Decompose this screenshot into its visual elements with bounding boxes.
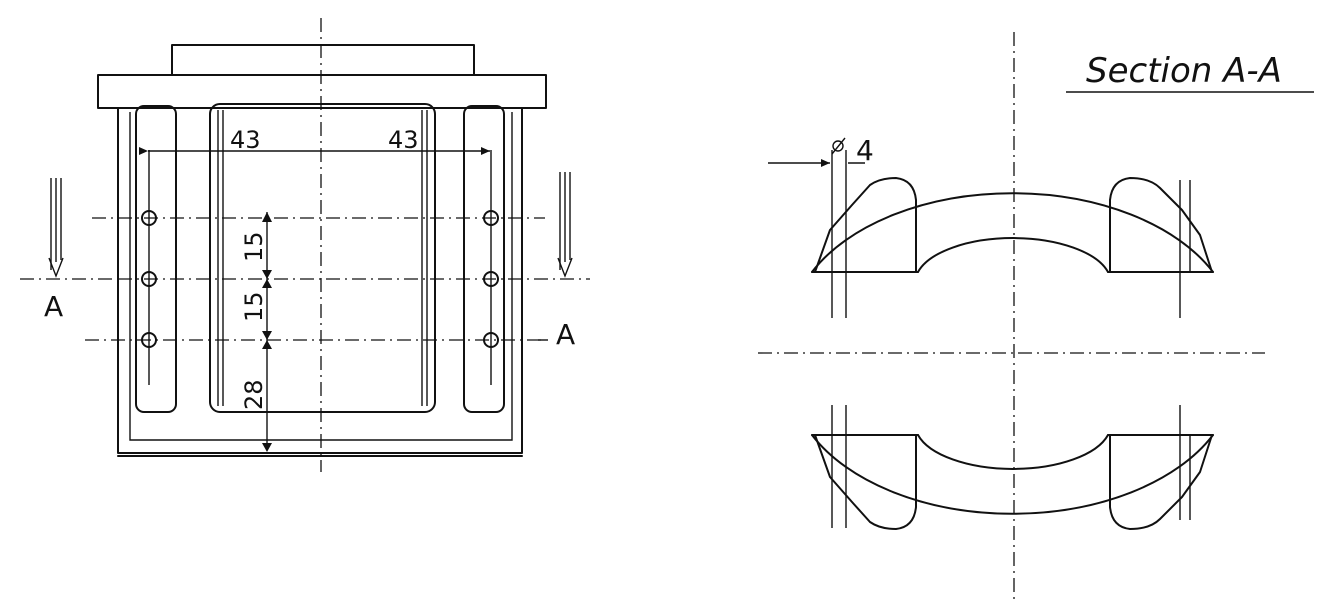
upper-inner-arc	[917, 237, 1109, 273]
upper-half: 4	[768, 134, 1214, 318]
top-boss	[171, 44, 475, 76]
arrow	[262, 279, 272, 288]
front-view: 43 43 15 15 28 A A	[20, 18, 590, 472]
top-flange	[97, 74, 547, 109]
body-outline	[117, 107, 523, 454]
lower-left-hatched-section	[814, 434, 917, 530]
dim-width-right: 43	[388, 126, 419, 154]
arrow	[262, 212, 272, 222]
lower-outer-arc	[811, 434, 1214, 515]
lower-right-hatched-section	[1109, 434, 1213, 530]
left-slot	[135, 105, 177, 413]
lower-inner-arc	[917, 434, 1109, 470]
right-slot	[463, 105, 505, 413]
dim-hole-offset: 4	[856, 134, 874, 167]
diameter-icon	[831, 137, 846, 155]
section-view: Section A-A 4	[758, 32, 1314, 600]
section-label-right: A	[556, 318, 575, 351]
arrow	[262, 340, 272, 349]
section-title: Section A-A	[1086, 51, 1282, 91]
diameter-icon	[832, 140, 844, 152]
section-label-left: A	[44, 290, 63, 323]
upper-outer-arc	[811, 192, 1214, 273]
lower-half	[811, 405, 1214, 530]
central-window	[209, 103, 436, 413]
upper-left-hatched-section	[814, 177, 917, 273]
arrow	[262, 443, 272, 452]
dim-edge-distance: 28	[240, 379, 268, 410]
section-arrow-left: A	[44, 178, 64, 323]
dim-pitch-upper: 15	[240, 231, 268, 262]
dim-width-left: 43	[230, 126, 261, 154]
arrow	[262, 270, 272, 279]
dim-pitch-lower: 15	[240, 291, 268, 322]
section-arrow-right: A	[538, 172, 575, 351]
arrow	[262, 331, 272, 340]
upper-right-hatched-section	[1109, 177, 1213, 273]
